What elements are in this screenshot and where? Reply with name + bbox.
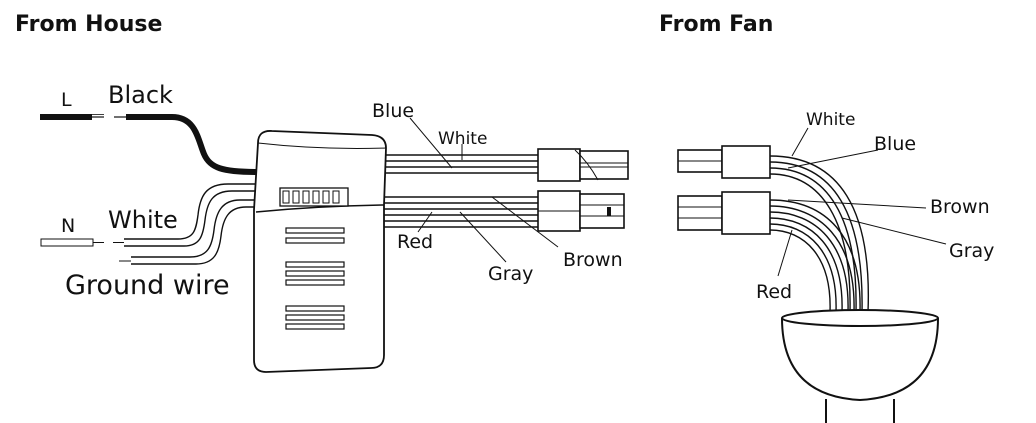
fan-canopy (781, 309, 939, 423)
vent-slots (285, 227, 345, 330)
receiver-gray-label: Gray (488, 263, 533, 285)
receiver-red-label: Red (397, 231, 433, 253)
fan-gray-label: Gray (949, 240, 994, 262)
house-line-wire (40, 114, 259, 175)
ground-wire-label: Ground wire (65, 270, 230, 301)
receiver-white-label: White (438, 129, 487, 149)
receiver-leader-lines (409, 117, 559, 263)
house-neutral-wire (40, 183, 260, 247)
receiver-brown-label: Brown (563, 249, 623, 271)
from-house-header: From House (15, 12, 162, 37)
from-fan-header: From Fan (659, 12, 773, 37)
white-wire-label: White (108, 206, 178, 234)
fan-white-label: White (806, 110, 855, 130)
fan-connector-top (677, 145, 771, 179)
receiver-connector-bottom (537, 190, 625, 232)
receiver-connector-top (537, 148, 629, 182)
fan-blue-label: Blue (874, 133, 916, 155)
receiver-blue-label: Blue (372, 100, 414, 122)
receiver-output-wires (380, 154, 540, 228)
black-wire-label: Black (108, 81, 173, 109)
line-letter-label: L (61, 89, 72, 111)
fan-leader-lines (777, 127, 947, 277)
receiver-module (253, 130, 540, 373)
dip-switch (279, 187, 349, 207)
fan-wires (769, 155, 870, 313)
fan-red-label: Red (756, 281, 792, 303)
neutral-letter-label: N (61, 215, 75, 237)
fan-brown-label: Brown (930, 196, 990, 218)
house-ground-wire (119, 199, 262, 265)
fan-connector-bottom (677, 191, 771, 235)
